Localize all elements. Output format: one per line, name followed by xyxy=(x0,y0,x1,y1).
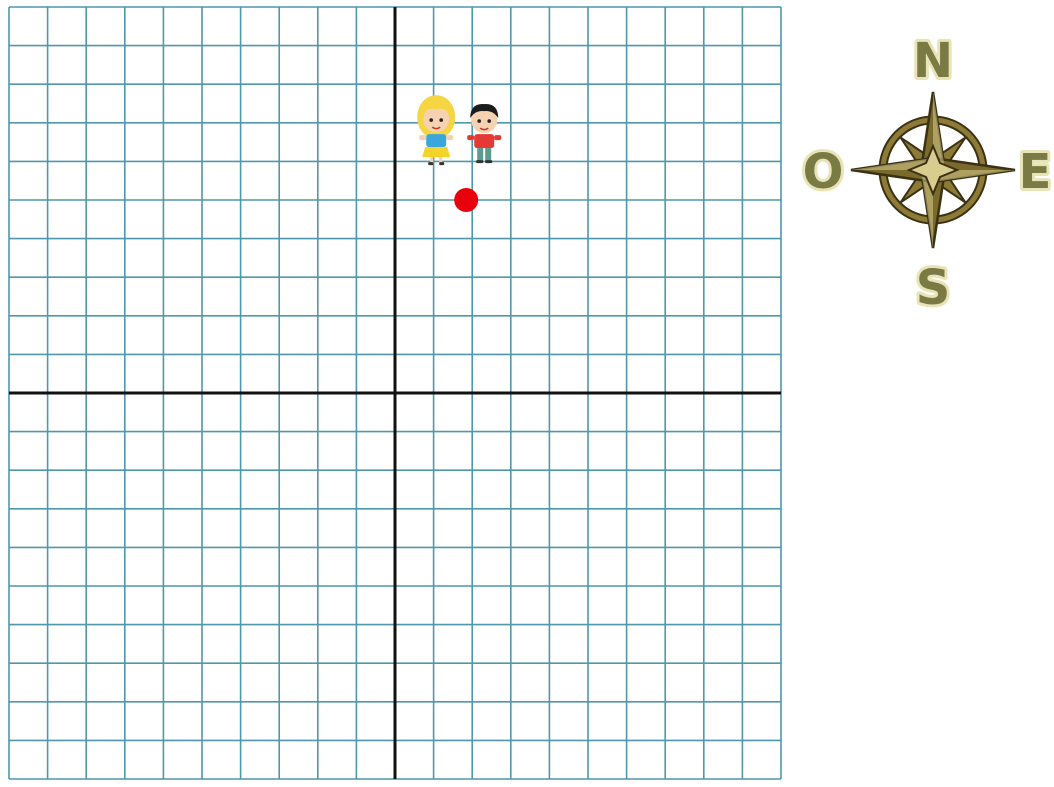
compass-north-label: N xyxy=(913,33,953,89)
compass-south-label: S xyxy=(916,260,951,310)
coordinate-grid xyxy=(0,0,790,787)
red-dot-marker xyxy=(454,188,478,212)
compass-west-label: O xyxy=(803,144,844,200)
compass-rose: N S O E xyxy=(795,20,1054,310)
compass-east-label: E xyxy=(1019,144,1052,200)
